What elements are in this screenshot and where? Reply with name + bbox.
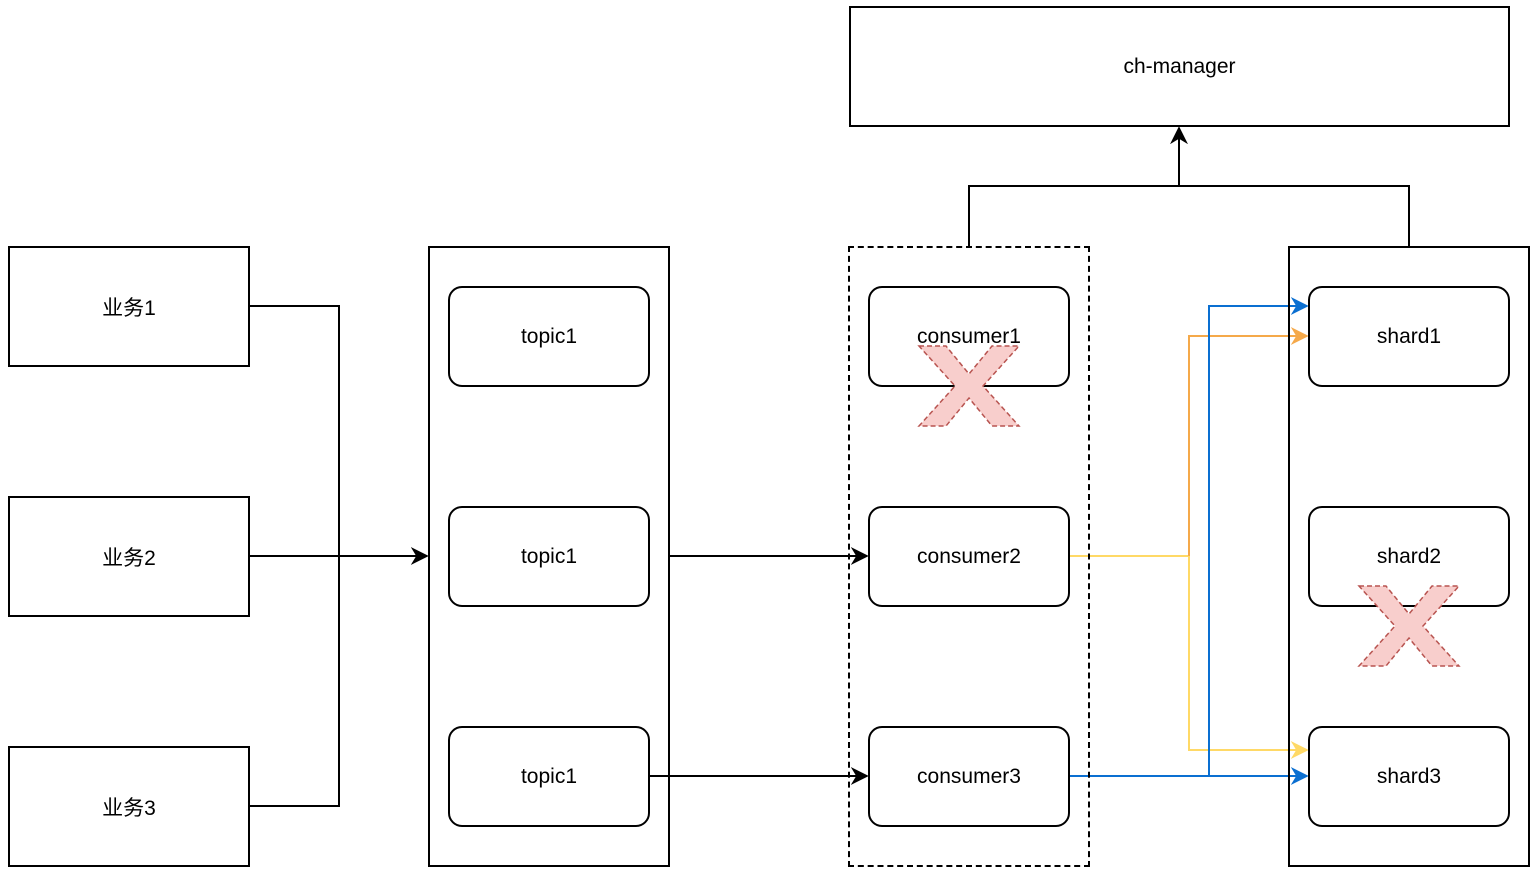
shard-label-2: shard2	[1376, 544, 1442, 568]
ch-manager-box: ch-manager	[849, 6, 1510, 127]
consumers-container	[848, 246, 1090, 867]
edge-business1-bus	[249, 305, 340, 556]
business-box-3: 业务3	[8, 746, 250, 867]
shard-node-2: shard2	[1308, 506, 1510, 607]
topic-node-1: topic1	[448, 286, 650, 387]
shard-label-3: shard3	[1376, 764, 1442, 788]
topic-label-3: topic1	[520, 764, 578, 788]
consumer-node-1: consumer1	[868, 286, 1070, 387]
edge-consumer2-to-shard3	[1188, 556, 1309, 759]
business-label-2: 业务2	[102, 546, 156, 570]
shards-container	[1288, 246, 1530, 867]
edge-consumer2-to-shard1	[1188, 327, 1309, 556]
topic-node-3: topic1	[448, 726, 650, 827]
consumer-label-1: consumer1	[917, 324, 1021, 348]
shard-node-3: shard3	[1308, 726, 1510, 827]
topic-label-2: topic1	[520, 544, 578, 568]
business-box-2: 业务2	[8, 496, 250, 617]
edge-business3-bus	[249, 556, 340, 807]
consumer-node-2: consumer2	[868, 506, 1070, 607]
business-box-1: 业务1	[8, 246, 250, 367]
consumer-node-3: consumer3	[868, 726, 1070, 827]
shard-node-1: shard1	[1308, 286, 1510, 387]
consumer-label-3: consumer3	[917, 764, 1021, 788]
business-label-1: 业务1	[102, 296, 156, 320]
edge-consumers-to-manager	[968, 126, 1188, 246]
topic-node-2: topic1	[448, 506, 650, 607]
edge-consumer3-to-shard1	[1208, 297, 1309, 776]
business-label-3: 业务3	[102, 796, 156, 820]
consumer-label-2: consumer2	[917, 544, 1021, 568]
topic-label-1: topic1	[520, 324, 578, 348]
edge-shards-to-manager	[1179, 185, 1410, 246]
shard-label-1: shard1	[1376, 324, 1442, 348]
ch-manager-label: ch-manager	[1123, 54, 1236, 78]
topics-container	[428, 246, 670, 867]
